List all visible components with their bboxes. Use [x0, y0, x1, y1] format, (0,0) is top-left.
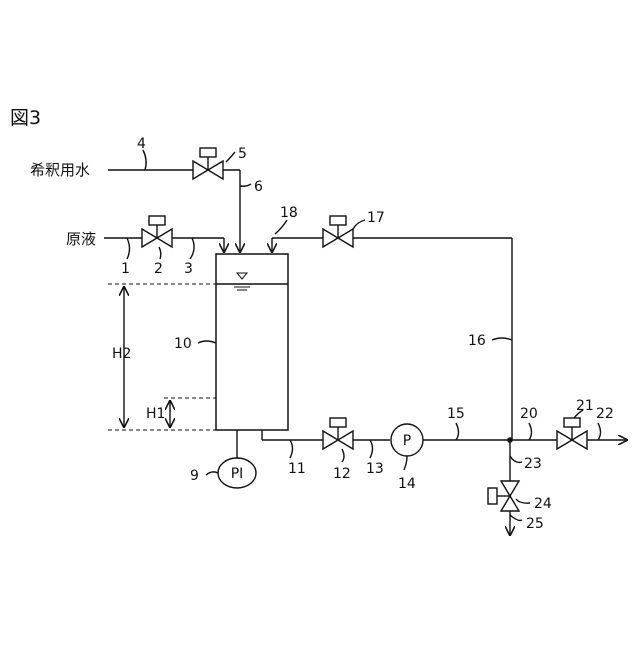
ref-11: 11: [288, 461, 306, 477]
ref-13: 13: [366, 461, 384, 477]
figure-title: 図3: [10, 107, 41, 129]
ref-22: 22: [596, 406, 614, 422]
valve-5: [193, 148, 223, 179]
valve-17: [323, 216, 353, 247]
ref-2: 2: [154, 261, 163, 277]
ref-3: 3: [184, 261, 193, 277]
valve-12: [323, 418, 353, 449]
ref-18: 18: [280, 205, 298, 221]
valve-21: [557, 418, 587, 449]
ref-21: 21: [576, 398, 594, 414]
valve-2: [142, 216, 172, 247]
ref-9: 9: [190, 468, 199, 484]
ref-17: 17: [367, 210, 385, 226]
valve-24: [488, 481, 519, 511]
ref-10: 10: [174, 336, 192, 352]
dilution-water-label: 希釈用水: [30, 161, 90, 179]
ref-4: 4: [137, 136, 146, 152]
ref-25: 25: [526, 516, 544, 532]
ref-14: 14: [398, 476, 416, 492]
ref-24: 24: [534, 496, 552, 512]
ref-6: 6: [254, 179, 263, 195]
ref-20: 20: [520, 406, 538, 422]
tank-10: [216, 254, 288, 430]
pump-label: P: [403, 433, 411, 449]
pi-label: PI: [231, 466, 244, 482]
ref-15: 15: [447, 406, 465, 422]
ref-1: 1: [121, 261, 130, 277]
ref-5: 5: [238, 146, 247, 162]
ref-12: 12: [333, 466, 351, 482]
h2-label: H2: [112, 346, 131, 362]
ref-23: 23: [524, 456, 542, 472]
raw-liquid-label: 原液: [66, 230, 96, 248]
ref-16: 16: [468, 333, 486, 349]
h1-label: H1: [146, 406, 165, 422]
